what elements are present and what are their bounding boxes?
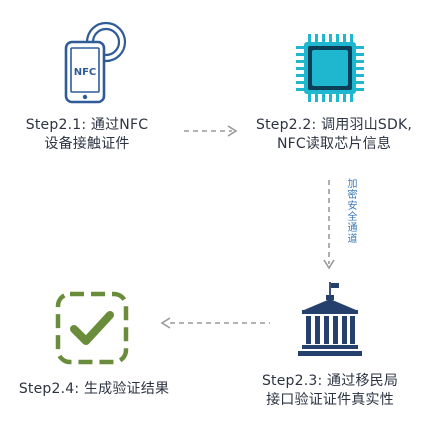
- step-2-4-title: Step2.4: 生成验证结果: [18, 381, 170, 397]
- step-2-2-desc: NFC读取芯片信息: [276, 136, 392, 152]
- checkmark-icon: [55, 291, 129, 365]
- step-2-2-title: Step2.2: 调用羽山SDK,: [255, 117, 412, 133]
- step-2-3-label: Step2.3: 通过移民局 接口验证证件真实性: [240, 372, 420, 410]
- step-2-1-desc: 设备接触证件: [44, 136, 130, 152]
- chip-icon: [296, 34, 364, 102]
- step-2-3-title: Step2.3: 通过移民局: [261, 373, 399, 389]
- phone-nfc-text: NFC: [74, 67, 97, 78]
- step-2-4-label: Step2.4: 生成验证结果: [4, 380, 184, 399]
- arrow-down-icon: [323, 180, 335, 270]
- arrow-left-icon: [160, 317, 270, 329]
- step-2-3-desc: 接口验证证件真实性: [266, 392, 394, 408]
- step-2-2-label: Step2.2: 调用羽山SDK, NFC读取芯片信息: [246, 116, 422, 154]
- arrow-right-icon: [184, 125, 238, 137]
- nfc-phone-icon: NFC: [64, 21, 127, 104]
- government-building-icon: [298, 282, 362, 356]
- step-2-1-title: Step2.1: 通过NFC: [25, 117, 149, 133]
- encrypted-channel-note: 加密安全通道: [345, 178, 356, 244]
- step-2-1-label: Step2.1: 通过NFC 设备接触证件: [2, 116, 172, 154]
